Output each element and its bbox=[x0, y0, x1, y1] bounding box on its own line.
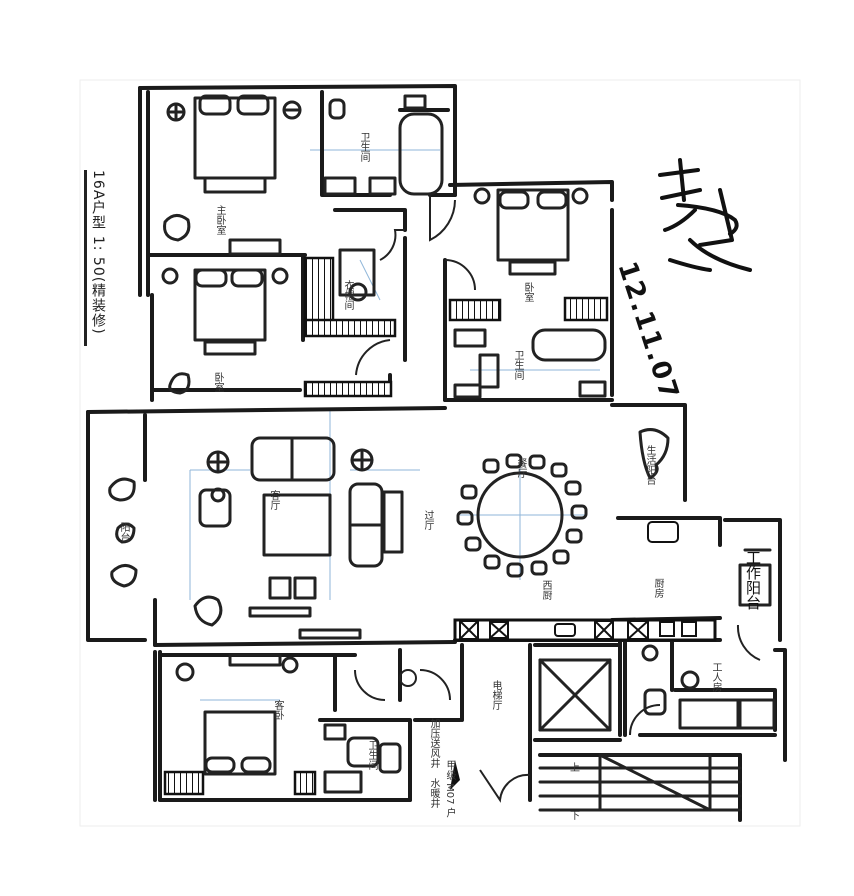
room-label-servant-room: 工人房 bbox=[710, 662, 721, 692]
blue-guide-lines bbox=[189, 149, 600, 701]
room-label-western-kitchen: 西厨 bbox=[540, 580, 551, 600]
paper-edge bbox=[79, 79, 801, 827]
dining-chairs bbox=[456, 453, 588, 578]
door-swings bbox=[354, 195, 761, 803]
room-label-bathroom-top: 卫生间 bbox=[358, 132, 369, 162]
title-rule bbox=[84, 170, 87, 346]
room-label-fire-door: 甲级 M07 户 bbox=[444, 760, 455, 818]
room-label-bedroom-left: 卧室 bbox=[212, 372, 223, 392]
room-label-elevator-hall: 电梯厅 bbox=[490, 680, 501, 710]
room-label-dining-room: 餐厅 bbox=[515, 458, 526, 478]
wardrobes bbox=[163, 256, 717, 796]
plan-title: 16A户型 1: 50(精装修) bbox=[90, 170, 106, 335]
room-label-bathroom-right: 卫生间 bbox=[512, 350, 523, 380]
room-label-bedroom-right: 卧室 bbox=[522, 282, 533, 302]
room-label-master-bedroom: 主卧室 bbox=[214, 205, 225, 235]
shaft-marker bbox=[450, 760, 460, 790]
room-label-work-balcony: 工作阳台 bbox=[744, 550, 762, 610]
signature-mark bbox=[658, 158, 752, 272]
room-label-water-shaft: 水暖井 bbox=[428, 778, 439, 808]
stair-label-up: 上 bbox=[570, 763, 580, 774]
room-label-guest-bedroom: 客卧 bbox=[272, 700, 283, 720]
room-label-living-room: 客厅 bbox=[268, 490, 279, 510]
room-label-bathroom-bottom: 卫生间 bbox=[366, 740, 377, 770]
stair-label-down: 下 bbox=[570, 811, 580, 822]
room-label-balcony-left: 阳台 bbox=[118, 522, 129, 542]
room-label-corridor: 过厅 bbox=[422, 510, 433, 530]
room-label-pressurized-shaft: 加压送风井 bbox=[428, 718, 439, 768]
room-label-balcony-right: 生活阳台 bbox=[644, 445, 655, 485]
kitchen-counter bbox=[459, 521, 697, 640]
furniture bbox=[108, 94, 776, 812]
room-label-walk-in-closet: 衣帽间 bbox=[342, 280, 353, 310]
room-label-kitchen: 厨房 bbox=[652, 578, 663, 598]
